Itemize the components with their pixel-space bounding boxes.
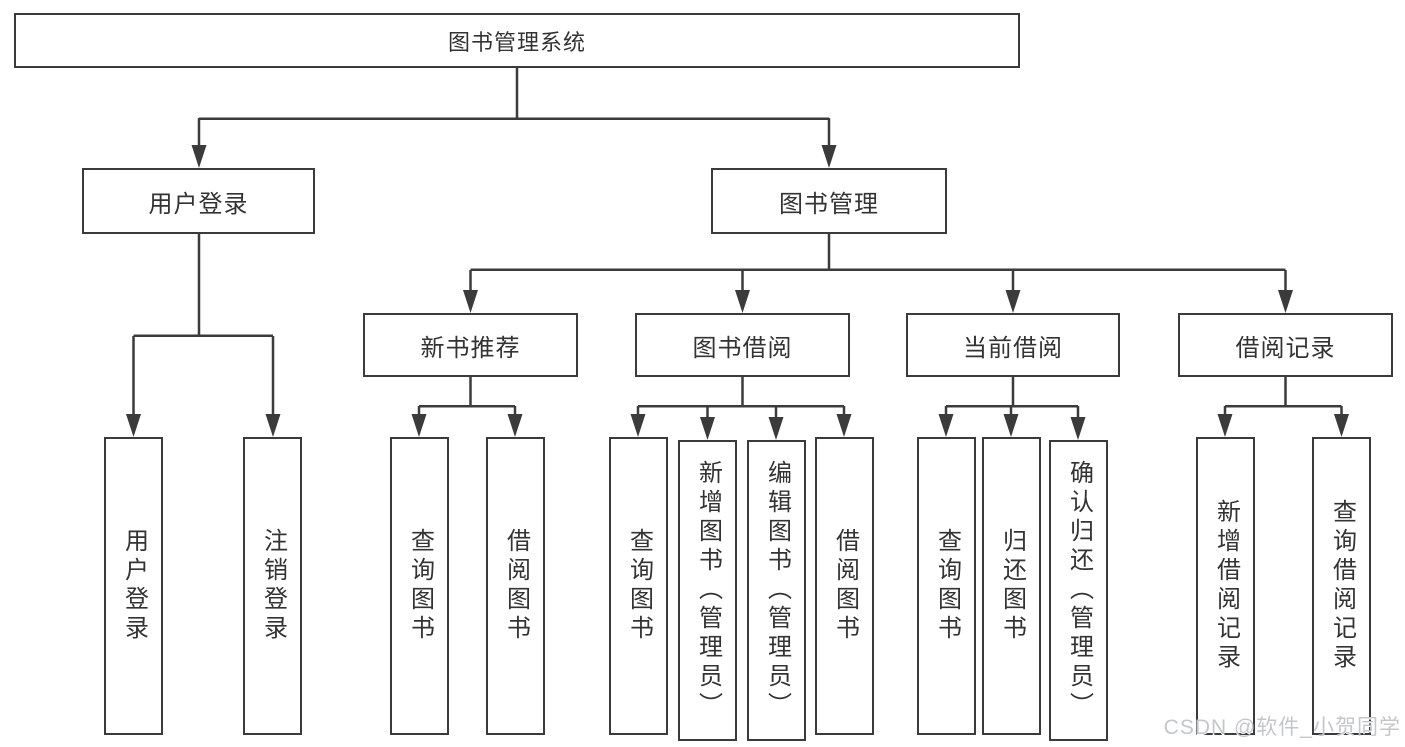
node-label: 查询借阅记录 bbox=[1328, 499, 1356, 673]
node-label: 新增借阅记录 bbox=[1212, 499, 1240, 673]
arrowhead bbox=[1217, 414, 1233, 437]
node-label: 确认归还（管理员） bbox=[1065, 460, 1093, 721]
leaf-edit-books-admin: 编辑图书（管理员） bbox=[747, 440, 806, 741]
node-borrowing-records: 借阅记录 bbox=[1178, 313, 1393, 377]
arrowhead bbox=[735, 290, 750, 313]
node-user-login: 用户登录 bbox=[82, 168, 315, 234]
node-label: 借阅图书 bbox=[502, 528, 530, 644]
arrowhead bbox=[1070, 417, 1086, 440]
arrowhead bbox=[1005, 290, 1021, 313]
node-label: 图书借阅 bbox=[692, 334, 793, 362]
leaf-confirm-return-admin: 确认归还（管理员） bbox=[1049, 440, 1108, 741]
arrowhead bbox=[191, 145, 207, 168]
leaf-return-books: 归还图书 bbox=[982, 437, 1041, 735]
leaf-add-borrowing-record: 新增借阅记录 bbox=[1196, 437, 1255, 735]
node-label: 查询图书 bbox=[406, 528, 434, 644]
arrowhead bbox=[938, 414, 954, 437]
leaf-add-books-admin: 新增图书（管理员） bbox=[678, 440, 737, 741]
node-label: 新书推荐 bbox=[420, 334, 521, 362]
node-label: 新增图书（管理员） bbox=[694, 460, 722, 721]
node-label: 编辑图书（管理员） bbox=[763, 460, 791, 721]
arrowhead bbox=[463, 290, 478, 313]
leaf-logout: 注销登录 bbox=[243, 437, 302, 735]
csdn-watermark: CSDN @软件_小贺同学 bbox=[1163, 716, 1401, 739]
leaf-query-books-borrowing: 查询图书 bbox=[609, 437, 668, 735]
arrowhead bbox=[1003, 414, 1019, 437]
node-label: 查询图书 bbox=[933, 528, 961, 644]
arrowhead bbox=[821, 145, 837, 168]
node-book-borrowing: 图书借阅 bbox=[635, 313, 850, 377]
leaf-query-books-recommend: 查询图书 bbox=[390, 437, 449, 735]
arrowhead bbox=[507, 414, 523, 437]
leaf-query-borrowing-record: 查询借阅记录 bbox=[1312, 437, 1371, 735]
arrowhead bbox=[265, 414, 281, 437]
node-current-borrowing: 当前借阅 bbox=[906, 313, 1120, 377]
connector-lines bbox=[132, 68, 1343, 432]
node-label: 用户登录 bbox=[120, 528, 148, 644]
arrowhead bbox=[700, 417, 715, 440]
leaf-user-login: 用户登录 bbox=[104, 437, 163, 735]
node-book-management: 图书管理 bbox=[711, 168, 947, 234]
leaf-borrow-books-recommend: 借阅图书 bbox=[486, 437, 545, 735]
node-library-management-system: 图书管理系统 bbox=[14, 13, 1020, 68]
node-label: 借阅记录 bbox=[1235, 334, 1336, 362]
node-label: 归还图书 bbox=[998, 528, 1026, 644]
node-new-book-recommend: 新书推荐 bbox=[363, 313, 578, 377]
node-label: 借阅图书 bbox=[831, 528, 859, 644]
arrowhead bbox=[630, 414, 646, 437]
leaf-query-books-current: 查询图书 bbox=[917, 437, 976, 735]
node-label: 查询图书 bbox=[625, 528, 653, 644]
arrowhead bbox=[411, 414, 427, 437]
node-label: 当前借阅 bbox=[963, 334, 1063, 362]
node-label: 用户登录 bbox=[148, 190, 249, 218]
node-label: 图书管理 bbox=[779, 190, 879, 218]
arrowheads bbox=[126, 145, 1349, 440]
arrowhead bbox=[1278, 290, 1293, 313]
leaf-borrow-books-borrowing: 借阅图书 bbox=[815, 437, 874, 735]
node-label: 图书管理系统 bbox=[447, 29, 586, 55]
arrowhead bbox=[768, 417, 784, 440]
arrowhead bbox=[1334, 414, 1349, 437]
arrowhead bbox=[836, 414, 852, 437]
node-label: 注销登录 bbox=[259, 528, 287, 644]
arrowhead bbox=[126, 414, 141, 437]
